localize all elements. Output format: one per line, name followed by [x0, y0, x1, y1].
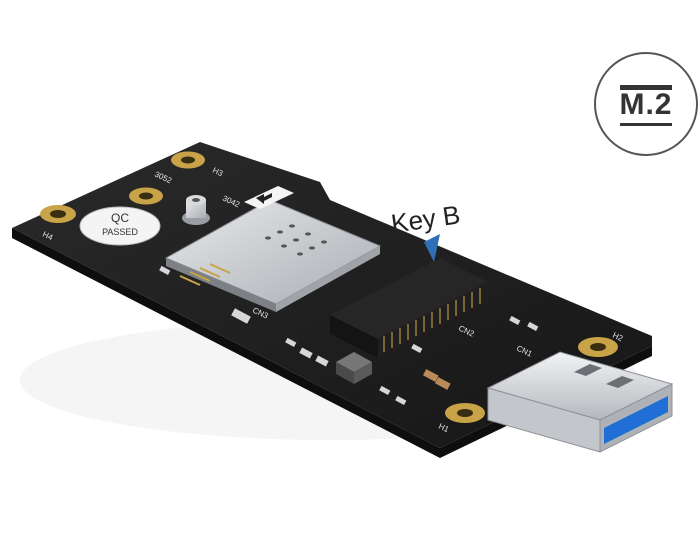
- inductor: [336, 352, 372, 384]
- qc-passed-label: PASSED: [102, 227, 138, 237]
- badge-overline: [620, 85, 672, 90]
- usb-blue-insert: [604, 396, 668, 444]
- standoff-screw: [182, 195, 210, 225]
- label-h1: H1: [437, 422, 451, 435]
- mounting-hole-h4: [40, 205, 76, 223]
- mounting-hole-h2: [578, 337, 618, 357]
- qc-passed-sticker: QC PASSED: [79, 206, 161, 246]
- key-b-pointer: [424, 234, 440, 262]
- mounting-hole-h1: [445, 403, 485, 423]
- label-h2: H2: [611, 331, 625, 344]
- usb-a-connector: [486, 351, 674, 453]
- sim-card-slot: [164, 199, 382, 312]
- smd-components: [159, 265, 539, 405]
- label-h3: H3: [211, 166, 225, 179]
- mounting-hole-top: [171, 151, 205, 169]
- mounting-hole-h3: [129, 187, 163, 205]
- pcb-board: [12, 142, 652, 448]
- qc-label: QC: [111, 211, 129, 225]
- m2-badge-label: M.2: [619, 88, 673, 121]
- label-h4: H4: [41, 230, 55, 243]
- left-arrow-icon: [244, 186, 294, 209]
- m2-connector: [330, 258, 488, 358]
- badge-underline: [620, 123, 672, 126]
- m2-badge: M.2: [594, 52, 698, 156]
